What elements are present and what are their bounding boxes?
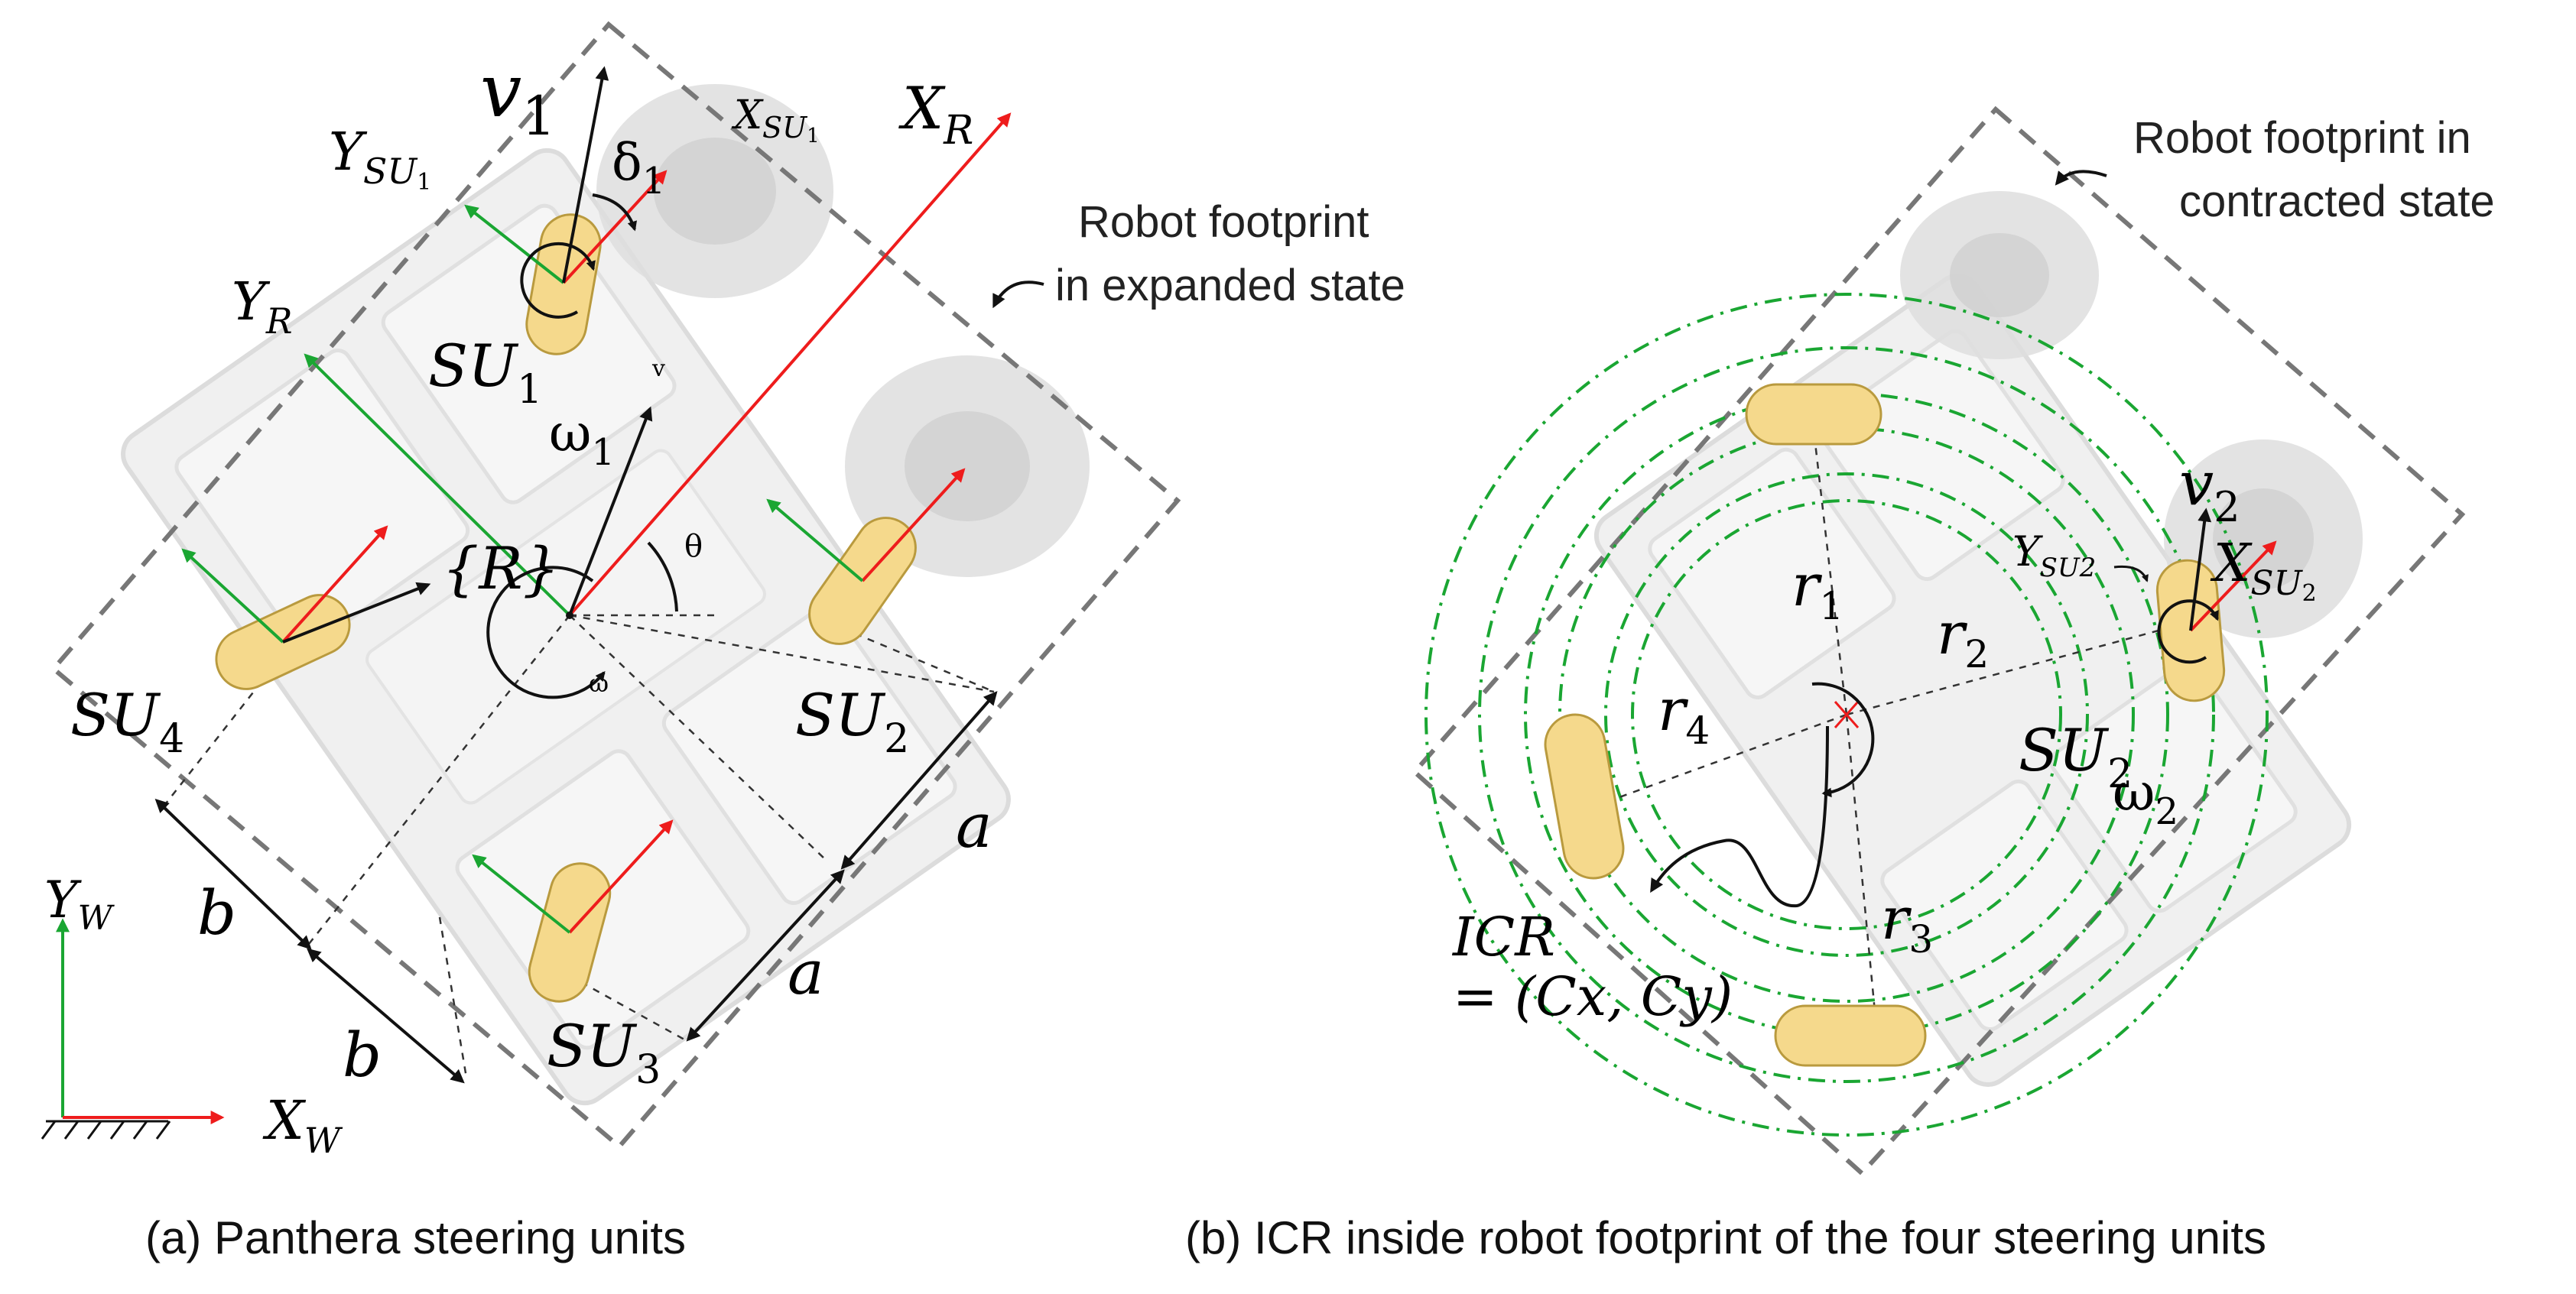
b-su2-v-arrow: [2189, 508, 2212, 631]
b-wheel-top: [1745, 383, 1882, 446]
b-su2-rotation: [2157, 599, 2219, 664]
label-r4: r4: [1658, 676, 1710, 753]
label-v-small: v: [651, 355, 665, 382]
label-v2: v2: [2179, 448, 2240, 531]
label-su1: SU1: [428, 332, 542, 413]
dim-a-top: [840, 691, 998, 870]
icr-callout-arrow: [1650, 725, 1829, 908]
label-xr: XR: [898, 74, 973, 154]
footprint-note-b-line2: contracted state: [2179, 177, 2495, 226]
label-b-su2: SU2: [2019, 716, 2133, 797]
label-a-top: a: [956, 790, 992, 861]
label-xsu1: XSU1: [731, 92, 820, 148]
xr-axis: [568, 112, 1012, 617]
label-r-frame: {R}: [442, 534, 560, 602]
footprint-note-arrow-a: [992, 281, 1044, 309]
motion-arrows: [282, 66, 678, 699]
label-omega2: ω2: [2113, 763, 2178, 833]
label-ysu1: YSU1: [329, 122, 431, 196]
caption-a: (a) Panthera steering units: [145, 1212, 686, 1263]
panel-b: v2 YSU2 XSU2 r1 r2 r3 r4 SU2 ω2 ICR = (C…: [1411, 105, 2495, 1177]
footprint-expanded: [50, 21, 1181, 1150]
label-xw: XW: [262, 1089, 343, 1161]
label-omega1: ω1: [549, 404, 615, 474]
footprint-note-arrow-b: [2055, 170, 2107, 186]
radius-lines: [1593, 416, 2188, 1036]
label-su4: SU4: [70, 681, 184, 762]
label-r3: r3: [1881, 884, 1933, 962]
label-r2: r2: [1937, 599, 1989, 676]
world-frame: [41, 918, 225, 1140]
b-wheel-bottom: [1774, 1004, 1927, 1067]
label-a-bottom: a: [788, 937, 824, 1008]
label-yw: YW: [44, 871, 115, 938]
label-icr-coords: = (Cx, Cy): [1453, 965, 1733, 1028]
label-r1: r1: [1792, 551, 1843, 628]
label-yr: YR: [232, 272, 293, 342]
label-xsu2: XSU2: [2210, 533, 2317, 607]
caption-b: (b) ICR inside robot footprint of the fo…: [1185, 1212, 2266, 1263]
label-v1: v1: [480, 48, 556, 148]
label-icr: ICR: [1451, 906, 1555, 968]
label-delta1: δ1: [612, 133, 665, 203]
b-su2-x-axis: [2189, 540, 2277, 632]
label-b-bottom: b: [343, 1020, 382, 1091]
dim-a-bottom: [686, 869, 845, 1042]
label-theta: θ: [684, 529, 703, 564]
icr-marker: [1834, 701, 1860, 728]
label-su3: SU3: [547, 1012, 661, 1093]
footprint-note-a-line1: Robot footprint: [1078, 197, 1369, 247]
panel-a: v1 δ1 XSU1 XR YSU1 YR SU1 ω1 v {R} θ ω S…: [41, 21, 1405, 1161]
icr-rotation-arrow: [1811, 682, 1875, 798]
label-omega: ω: [589, 669, 609, 698]
b-wheel-left: [1544, 713, 1625, 880]
b-ysu2-arrow: [2113, 565, 2149, 582]
dim-b-bottom: [307, 948, 465, 1084]
label-su2: SU2: [795, 681, 909, 762]
label-ysu2: YSU2: [2012, 527, 2096, 583]
dim-b-top: [154, 799, 312, 950]
footprint-note-a-line2: in expanded state: [1055, 261, 1405, 310]
footprint-note-b-line1: Robot footprint in: [2133, 113, 2471, 163]
label-b-top: b: [197, 877, 236, 949]
wheel-axes: [181, 170, 966, 934]
robot-body-contracted: [1593, 274, 2352, 1087]
